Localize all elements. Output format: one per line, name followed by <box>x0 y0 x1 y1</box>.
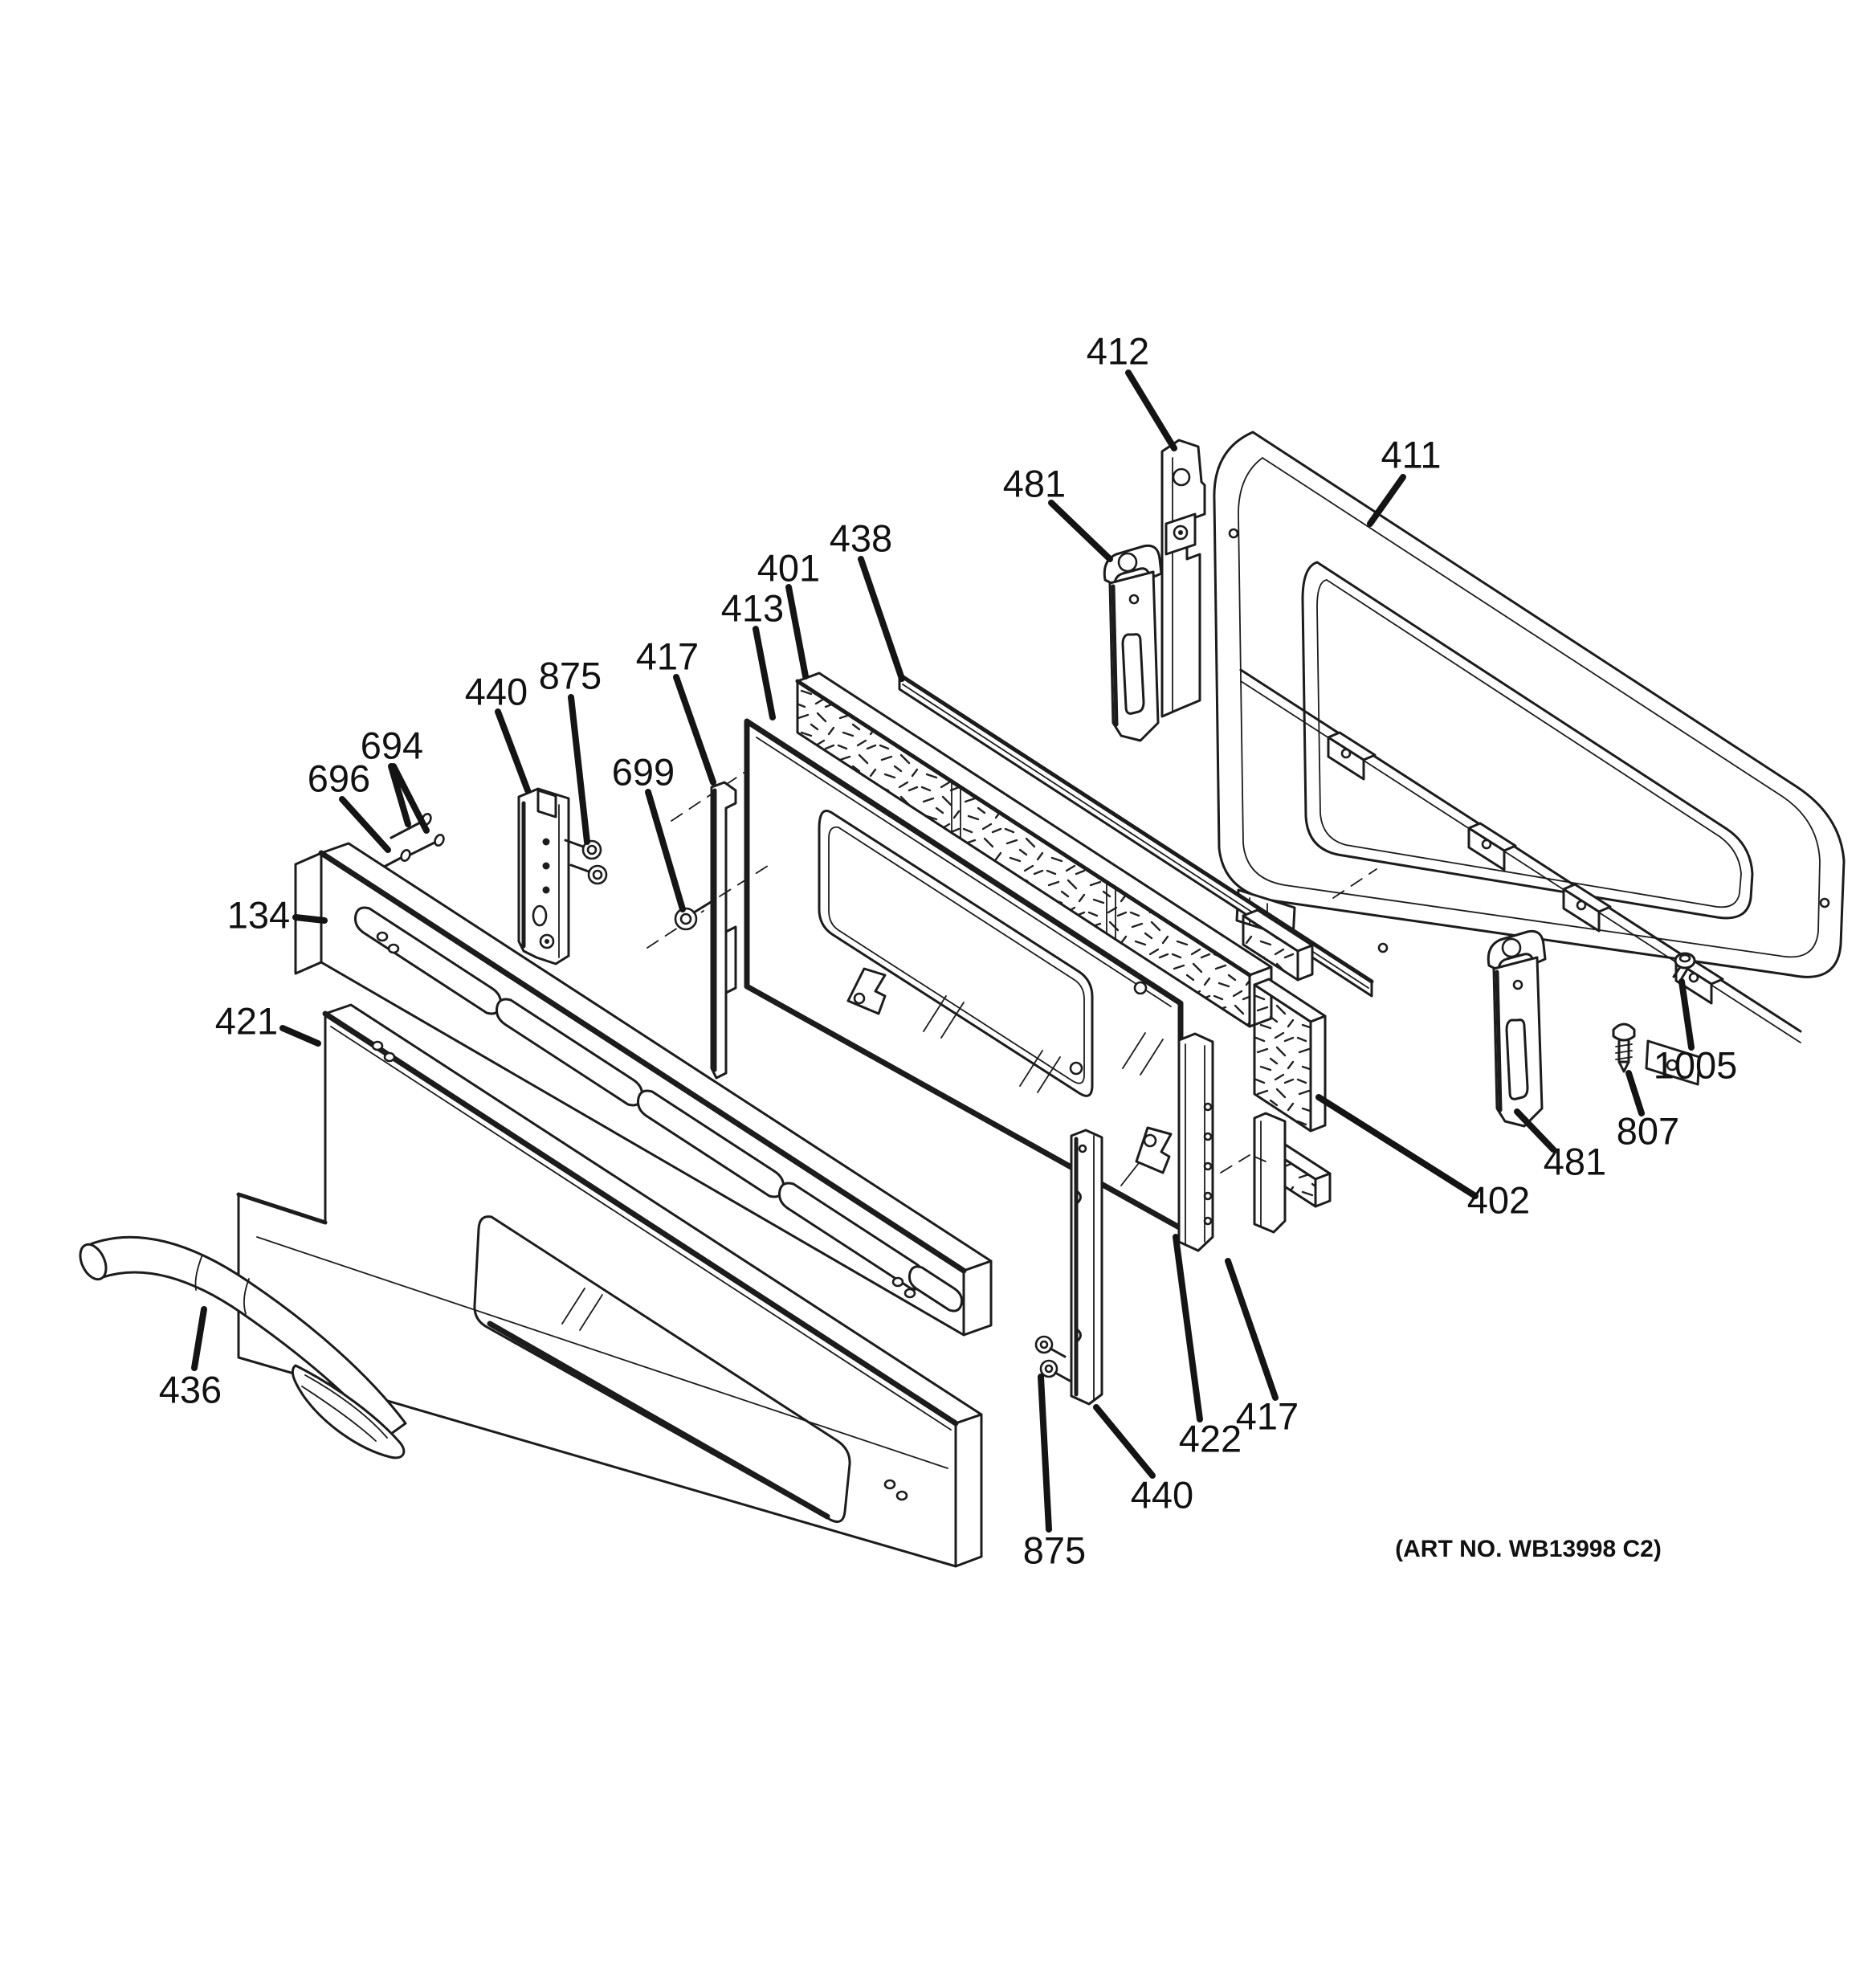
insulation-strip-401 <box>795 672 1273 1028</box>
glass-reflection-ticks <box>923 995 1164 1093</box>
leader-422 <box>1173 1234 1203 1423</box>
callout-402: 402 <box>1467 1179 1530 1222</box>
leader-807 <box>1625 1070 1645 1116</box>
screws-875-top <box>564 839 608 885</box>
hinge-arm-481-bottom <box>1487 929 1547 1128</box>
leader-694 <box>390 763 430 834</box>
callout-875-bottom: 875 <box>1023 1529 1086 1572</box>
callout-413: 413 <box>721 587 784 630</box>
leader-413 <box>753 626 776 720</box>
art-number: (ART NO. WB13998 C2) <box>1395 1536 1662 1562</box>
callout-422: 422 <box>1179 1418 1242 1460</box>
hinge-arm-481-top <box>1103 544 1163 742</box>
callout-412: 412 <box>1087 330 1149 373</box>
leader-696 <box>339 796 391 853</box>
leader-699 <box>645 789 686 912</box>
leader-481-top <box>1048 500 1113 562</box>
outer-panel-421 <box>236 1003 983 1568</box>
callout-694: 694 <box>361 725 423 767</box>
frame-opening <box>1301 561 1754 920</box>
rail-422 <box>1177 1032 1214 1252</box>
leader-411 <box>1367 474 1406 527</box>
leader-481-bottom <box>1514 1108 1556 1153</box>
leader-417-top <box>673 674 716 786</box>
bracket-440-top <box>517 787 570 965</box>
inner-door-frame-411 <box>1213 431 1846 1086</box>
callout-481-bottom: 481 <box>1544 1141 1606 1183</box>
callout-417-bottom: 417 <box>1236 1395 1299 1438</box>
leader-1005 <box>1678 978 1695 1051</box>
handle-paddle <box>291 1364 406 1459</box>
callout-436: 436 <box>159 1369 222 1411</box>
leader-421 <box>279 1025 321 1047</box>
callout-401: 401 <box>757 547 820 590</box>
callout-699: 699 <box>612 751 675 794</box>
latch-bracket-left <box>846 967 887 1015</box>
screw-699 <box>674 865 769 931</box>
callout-875-top: 875 <box>539 655 602 697</box>
bracket-440-bottom <box>1070 1129 1103 1406</box>
rail-417-top <box>710 781 737 1080</box>
callout-440-bottom: 440 <box>1131 1474 1193 1517</box>
leader-402 <box>1315 1094 1479 1199</box>
control-panel-134 <box>294 842 993 1337</box>
leader-440-bottom <box>1093 1404 1156 1479</box>
leader-694 <box>388 763 411 827</box>
latch-bracket-right <box>1120 1126 1173 1186</box>
leader-401 <box>785 584 809 680</box>
leader-417-bottom <box>1225 1258 1279 1401</box>
bolt-1005 <box>1672 952 1696 980</box>
callout-807: 807 <box>1617 1110 1679 1153</box>
leader-440-top <box>495 708 531 794</box>
leader-875-top <box>568 694 590 845</box>
callout-1005: 1005 <box>1654 1044 1738 1087</box>
screw-807 <box>1612 1023 1636 1073</box>
callout-421: 421 <box>215 1000 278 1043</box>
callout-696: 696 <box>308 757 370 800</box>
door-handle-436 <box>79 1235 407 1459</box>
vent-slots <box>354 906 964 1312</box>
leader-875-bottom <box>1038 1374 1052 1533</box>
glass-window-cutout <box>818 810 1094 1097</box>
bracket-412 <box>1160 439 1206 718</box>
leader-134 <box>292 914 328 924</box>
callout-417-top: 417 <box>636 635 699 678</box>
callout-134: 134 <box>227 894 290 937</box>
callout-438: 438 <box>830 517 892 560</box>
callout-481-top: 481 <box>1003 463 1066 505</box>
rail-417-bottom <box>1253 1112 1287 1234</box>
leader-436 <box>191 1306 207 1371</box>
screws-875-bottom <box>1034 1335 1071 1382</box>
leader-438 <box>858 556 905 682</box>
callout-440-top: 440 <box>465 671 528 713</box>
callout-411: 411 <box>1381 434 1442 476</box>
leader-412 <box>1125 369 1177 451</box>
door-window-cutout <box>473 1215 851 1523</box>
